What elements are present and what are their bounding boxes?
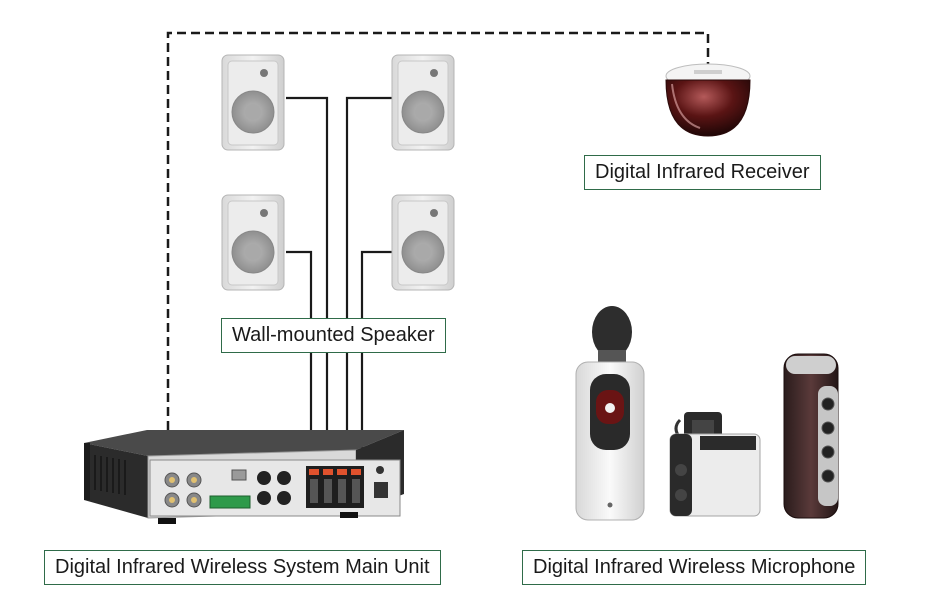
speaker-top-left	[221, 54, 285, 151]
clip-microphone-image	[669, 412, 761, 517]
handheld-microphone-image	[575, 306, 645, 521]
main-unit-image	[84, 430, 404, 524]
main-unit-label: Digital Infrared Wireless System Main Un…	[44, 550, 441, 585]
tabletop-microphone-image	[783, 353, 839, 519]
speaker-top-right	[391, 54, 455, 151]
speaker-bottom-right	[391, 194, 455, 291]
microphone-label: Digital Infrared Wireless Microphone	[522, 550, 867, 585]
receiver-label: Digital Infrared Receiver	[584, 155, 821, 190]
speaker-bottom-left	[221, 194, 285, 291]
infrared-receiver-image	[665, 63, 751, 137]
speaker-label: Wall-mounted Speaker	[221, 318, 446, 353]
receiver-link-dashed	[166, 31, 710, 458]
speaker-wires	[286, 96, 395, 474]
